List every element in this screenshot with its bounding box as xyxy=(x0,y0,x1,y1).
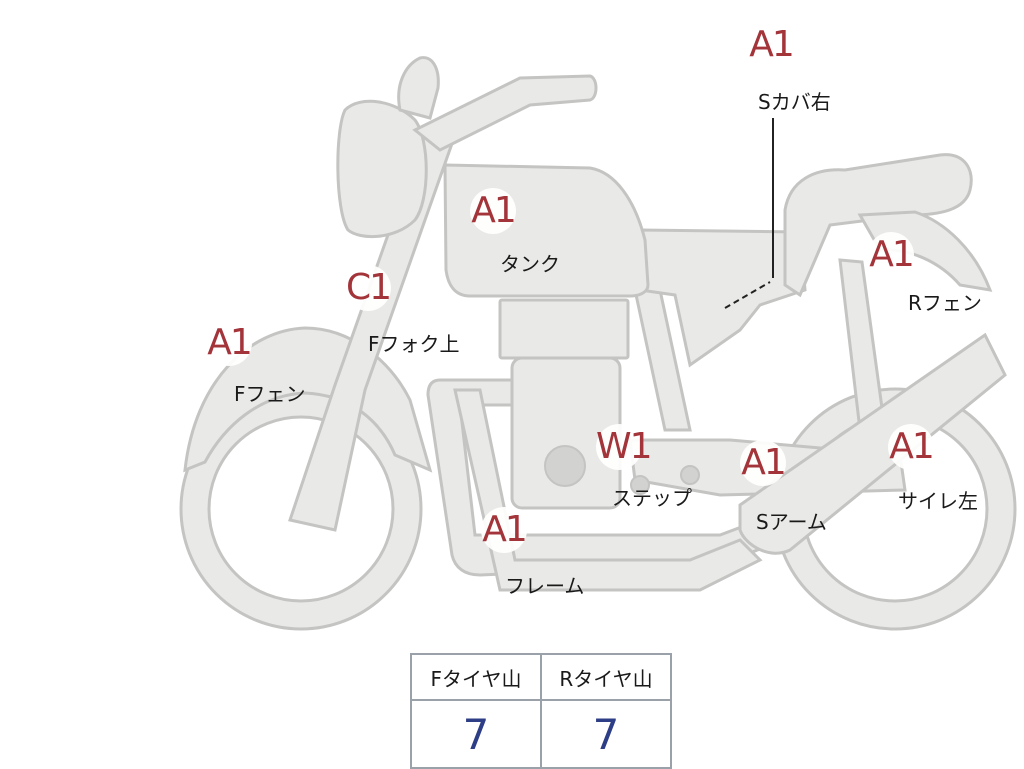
side-cover-dashes xyxy=(724,281,771,309)
front-tire-value: 7 xyxy=(410,699,542,769)
label-frame: フレーム xyxy=(505,574,585,598)
label-silencer-left: サイレ左 xyxy=(898,489,978,513)
grade-badge-silencer-left: A1 xyxy=(888,424,935,470)
tire-table-header-row: Fタイヤ山 Rタイヤ山 xyxy=(410,653,672,701)
grade-badge-step: W1 xyxy=(596,424,653,470)
rear-tire-value: 7 xyxy=(540,699,672,769)
label-rear-fender: Rフェン xyxy=(908,291,982,315)
headlight-shape xyxy=(336,99,428,239)
exhaust-pipe-shape xyxy=(453,388,763,592)
grade-badge-s-cover-right: A1 xyxy=(748,22,795,68)
s-cover-leader-vertical xyxy=(772,118,774,278)
label-tank: タンク xyxy=(500,252,560,276)
step-peg-2 xyxy=(680,465,700,485)
motorcycle-illustration xyxy=(179,56,1017,631)
engine-cover xyxy=(544,445,586,487)
front-tire-header: Fタイヤ山 xyxy=(410,653,542,701)
grade-badge-front-fork-upper: C1 xyxy=(345,265,392,311)
tire-tread-table: Fタイヤ山 Rタイヤ山 7 7 xyxy=(410,653,672,769)
label-swing-arm: Sアーム xyxy=(756,510,827,534)
step-peg-1 xyxy=(630,475,650,495)
engine-top xyxy=(498,298,630,360)
label-front-fender: Fフェン xyxy=(234,382,306,406)
mirror-shape xyxy=(397,56,440,120)
label-s-cover-right: Sカバ右 xyxy=(758,90,831,114)
handlebar-shape xyxy=(412,74,598,152)
grade-badge-front-fender: A1 xyxy=(206,320,253,366)
rear-tire-header: Rタイヤ山 xyxy=(540,653,672,701)
grade-badge-frame: A1 xyxy=(481,507,528,553)
label-step: ステップ xyxy=(612,486,692,510)
label-front-fork-upper: Fフォク上 xyxy=(368,332,460,356)
grade-badge-rear-fender: A1 xyxy=(868,232,915,278)
grade-badge-tank: A1 xyxy=(470,188,517,234)
grade-badge-swing-arm: A1 xyxy=(740,440,787,486)
tire-table-value-row: 7 7 xyxy=(410,699,672,769)
